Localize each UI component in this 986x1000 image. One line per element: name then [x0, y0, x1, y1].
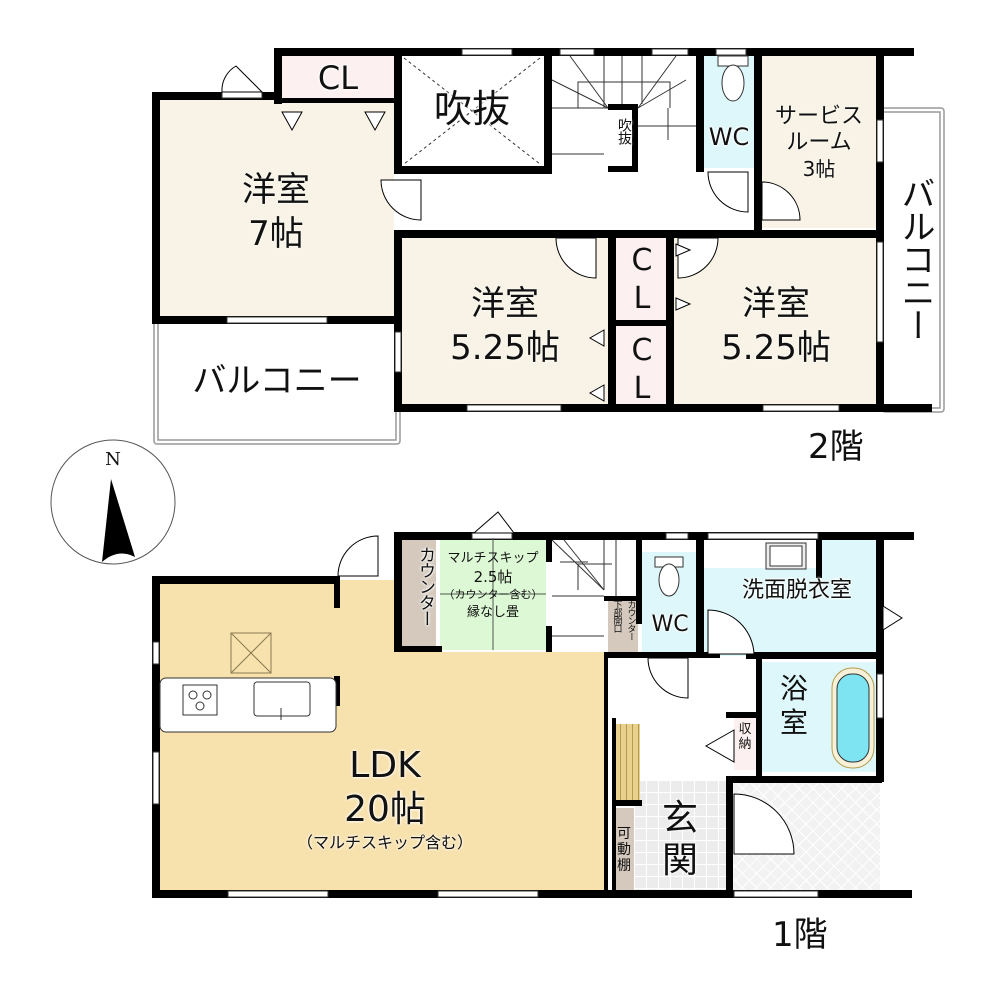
- label-closet-mid-upper: C L: [614, 242, 670, 318]
- floor-label-2f: 2階: [808, 427, 864, 467]
- label-closet-mid-lower: C L: [614, 332, 670, 408]
- counter-opening-line2: 下部開口: [611, 600, 622, 632]
- label-western-525-right: 洋室 5.25帖: [674, 282, 878, 370]
- label-entrance: 玄 関: [652, 798, 708, 882]
- western-7-size: 7帖: [248, 214, 304, 254]
- room-movable-shelf: [614, 808, 634, 890]
- ldk-size: 20帖: [344, 789, 426, 830]
- storage-line1: 収: [738, 722, 752, 737]
- entrance-line2: 関: [661, 840, 698, 881]
- bathroom-line2: 室: [779, 706, 808, 739]
- closet-mid-lower-c: C: [631, 333, 653, 368]
- western-525-right-size: 5.25帖: [721, 328, 831, 368]
- label-bathroom: 浴 室: [764, 672, 824, 740]
- service-room-line1: サービス: [774, 104, 863, 129]
- movable-shelf-line3: 棚: [617, 858, 631, 874]
- service-room-line2: ルーム: [786, 130, 852, 155]
- label-ldk: LDK 20帖 （マルチスキップ含む）: [270, 744, 500, 854]
- label-service-room: サービス ルーム 3帖: [760, 104, 878, 182]
- ldk-note: （マルチスキップ含む）: [296, 833, 473, 852]
- room-closet-mid-lower: [614, 326, 670, 408]
- label-wc-2f: WC: [708, 123, 750, 151]
- movable-shelf-line2: 動: [617, 842, 631, 858]
- storage-line2: 納: [738, 737, 752, 752]
- room-entrance: [634, 780, 728, 890]
- label-wc-1f: WC: [651, 612, 689, 637]
- room-washroom-top: [822, 538, 880, 568]
- closet-mid-upper-c: C: [631, 243, 653, 278]
- floor-label-1f: 1階: [772, 915, 828, 955]
- label-movable-shelf: 可 動 棚: [614, 826, 634, 874]
- room-western-7: [158, 95, 394, 320]
- label-counter: カウンター: [415, 546, 435, 626]
- bathroom-line1: 浴: [779, 672, 808, 705]
- label-washroom: 洗面脱衣室: [741, 578, 852, 603]
- label-balcony-left: バルコニー: [192, 361, 362, 401]
- north-arrow-icon: N: [105, 449, 121, 470]
- label-western-7: 洋室 7帖: [158, 168, 394, 256]
- closet-mid-upper-l: L: [633, 281, 651, 316]
- entrance-line1: 玄: [661, 798, 698, 839]
- label-closet-top: CL: [317, 59, 359, 97]
- room-stair-wood: [614, 724, 640, 800]
- ldk-name: LDK: [349, 745, 421, 786]
- multi-skip-name: マルチスキップ: [447, 551, 539, 566]
- room-counter-opening: [608, 598, 638, 654]
- label-balcony-right: バルコニー: [895, 176, 935, 341]
- multi-skip-size: 2.5帖: [473, 568, 513, 586]
- label-storage: 収 納: [734, 722, 756, 752]
- compass-rose: [50, 439, 176, 565]
- room-closet-mid-upper: [614, 238, 670, 322]
- service-room-line3: 3帖: [802, 157, 836, 181]
- movable-shelf-line1: 可: [617, 826, 631, 842]
- western-525-right-name: 洋室: [742, 284, 810, 324]
- western-525-left-name: 洋室: [471, 284, 539, 324]
- room-closet-top: [280, 52, 396, 102]
- label-multi-skip: マルチスキップ 2.5帖 （カウンター含む） 縁なし畳: [440, 550, 546, 622]
- label-western-525-left: 洋室 5.25帖: [400, 282, 610, 370]
- western-7-name: 洋室: [242, 170, 310, 210]
- western-525-left-size: 5.25帖: [450, 328, 560, 368]
- counter-opening-line1: カウンター: [625, 600, 636, 640]
- room-western-525-right: [674, 238, 878, 408]
- label-stair-void: 吹抜: [616, 118, 632, 144]
- label-void: 吹抜: [433, 87, 510, 131]
- closet-mid-lower-l: L: [633, 371, 651, 406]
- multi-skip-tatami: 縁なし畳: [466, 605, 519, 620]
- room-counter: [402, 538, 436, 650]
- room-storage: [734, 718, 756, 770]
- multi-skip-note: （カウンター含む）: [443, 588, 543, 601]
- label-counter-opening: カウンター 下部開口: [610, 600, 638, 654]
- room-void: [400, 52, 544, 166]
